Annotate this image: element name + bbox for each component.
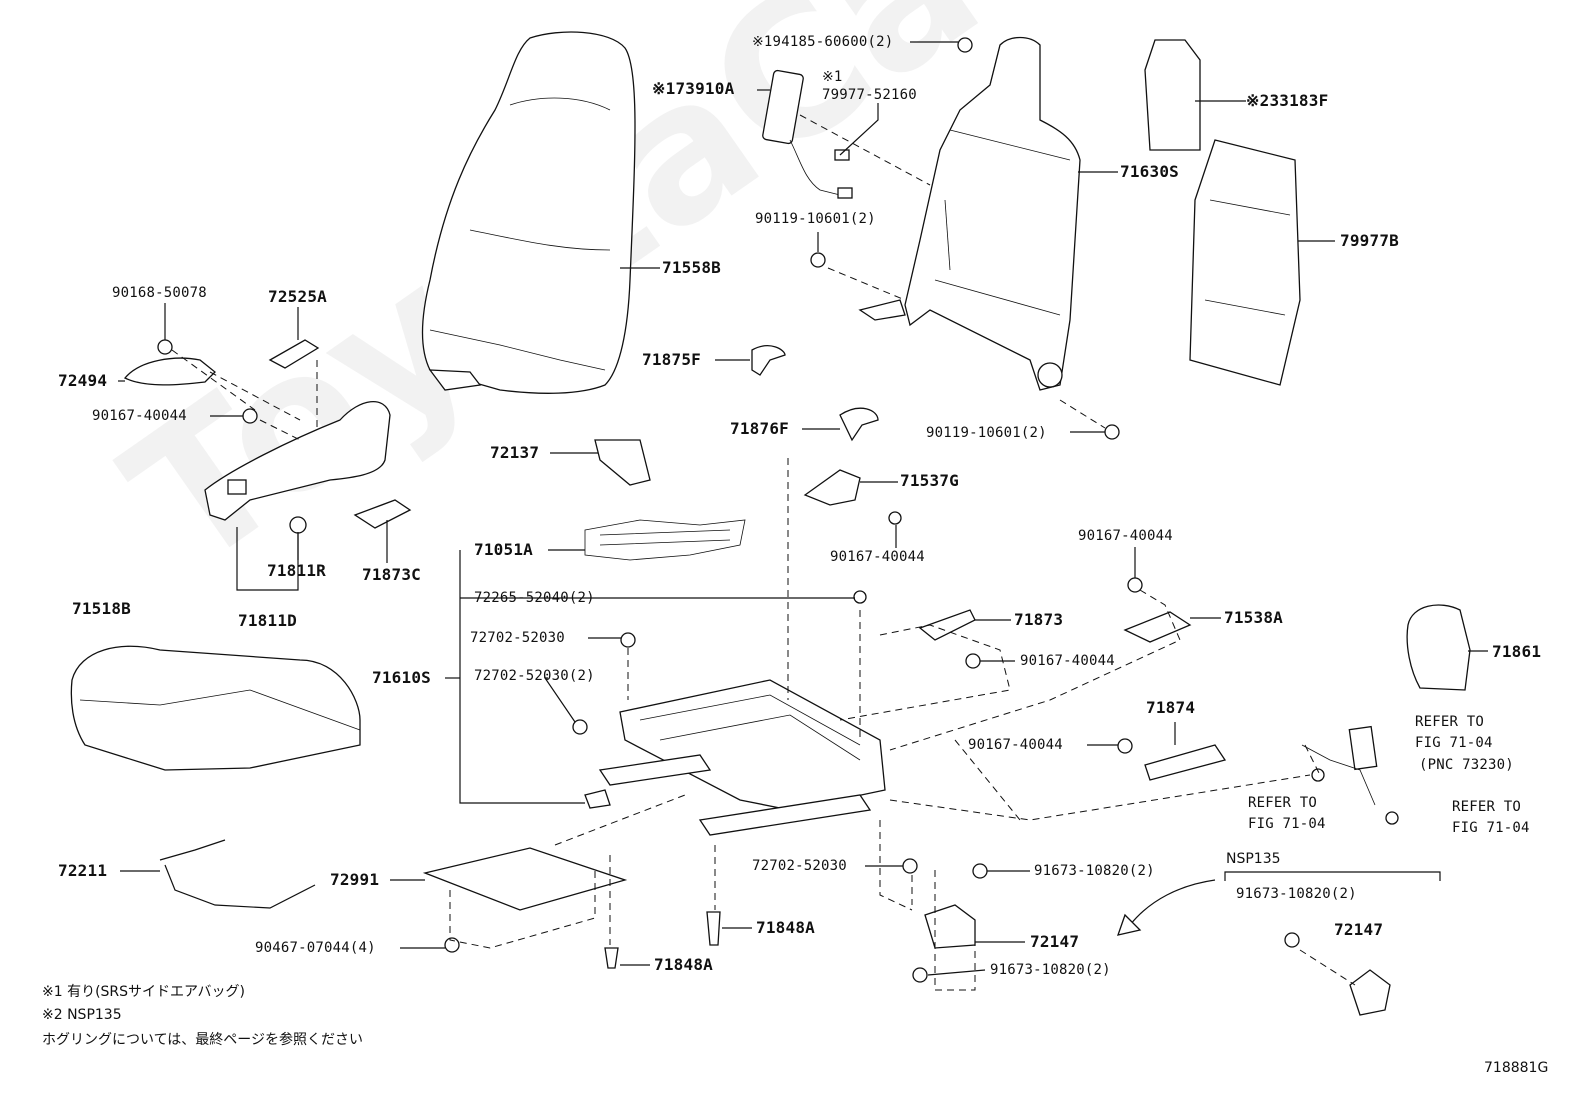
wire-72211-shape — [159, 839, 316, 909]
label-90467-07044[interactable]: 90467-07044(4) — [255, 940, 376, 956]
label-refer-1-line2[interactable]: FIG 71-04 — [1415, 735, 1493, 751]
label-refer-2-line2[interactable]: FIG 71-04 — [1248, 816, 1326, 832]
label-71537g[interactable]: 71537G — [900, 471, 959, 490]
label-71874[interactable]: 71874 — [1146, 698, 1196, 717]
label-refer-3-line2[interactable]: FIG 71-04 — [1452, 820, 1530, 836]
label-72991[interactable]: 72991 — [330, 870, 380, 889]
label-refer-2-line1: REFER TO — [1248, 795, 1318, 811]
label-71848a-b[interactable]: 71848A — [654, 955, 713, 974]
bracket-71873c-shape — [353, 499, 412, 529]
label-72137[interactable]: 72137 — [490, 443, 540, 462]
diagram-id: 718881G — [1484, 1060, 1549, 1076]
side-shield-shape — [204, 400, 391, 521]
label-71811d[interactable]: 71811D — [238, 611, 297, 630]
bracket-72147-a-shape — [924, 904, 976, 949]
label-71538a[interactable]: 71538A — [1224, 608, 1283, 627]
pin-71848a-b-shape — [604, 947, 619, 969]
seat-track-frame-shape — [584, 679, 886, 836]
belt-buckle-shape — [1301, 725, 1399, 825]
label-72147-a[interactable]: 72147 — [1030, 932, 1080, 951]
label-71876f[interactable]: 71876F — [730, 419, 789, 438]
label-72525a[interactable]: 72525A — [268, 287, 327, 306]
cap-71861-shape — [1406, 604, 1471, 691]
nsp135-arrow-shape — [1129, 879, 1216, 926]
label-72211[interactable]: 72211 — [58, 861, 108, 880]
label-79977-52160[interactable]: 79977-52160 — [822, 87, 917, 103]
label-33183f[interactable]: ※233183F — [1246, 91, 1329, 110]
label-72147-b[interactable]: 72147 — [1334, 920, 1384, 939]
label-71875f[interactable]: 71875F — [642, 350, 701, 369]
cover-72137-shape — [594, 439, 651, 486]
label-72702-52030-c[interactable]: 72702-52030 — [752, 858, 847, 874]
label-71051a[interactable]: 71051A — [474, 540, 533, 559]
label-71518b[interactable]: 71518B — [72, 599, 131, 618]
seat-back-frame-shape — [858, 36, 1081, 391]
bracket-71874-shape — [1144, 744, 1227, 781]
label-refer-1-line3: (PNC 73230) — [1419, 757, 1514, 773]
label-72265-52040[interactable]: 72265-52040(2) — [474, 590, 595, 606]
label-nsp135: NSP135 — [1226, 851, 1281, 867]
label-71811r[interactable]: 71811R — [267, 561, 326, 580]
label-72702-52030-a[interactable]: 72702-52030 — [470, 630, 565, 646]
label-79977b[interactable]: 79977B — [1340, 231, 1399, 250]
label-194185-60600[interactable]: ※194185-60600(2) — [752, 34, 894, 50]
leader-lines — [118, 41, 1488, 976]
label-91673-10820-c[interactable]: 91673-10820(2) — [990, 962, 1111, 978]
label-71558b[interactable]: 71558B — [662, 258, 721, 277]
label-90167-40044-d[interactable]: 90167-40044 — [1020, 653, 1115, 669]
seat-cushion-shape — [70, 645, 361, 771]
dashed-lines — [171, 114, 1356, 991]
panel-33183f-shape — [1144, 39, 1201, 151]
spring-71051a-shape — [584, 519, 746, 561]
label-refer-1-line1: REFER TO — [1415, 714, 1485, 730]
plate-72991-shape — [422, 847, 628, 911]
bracket-71537g-shape — [803, 469, 861, 506]
clip-71875f-shape — [751, 345, 786, 376]
bracket-72147-b-shape — [1349, 969, 1391, 1016]
label-71848a-a[interactable]: 71848A — [756, 918, 815, 937]
label-71861[interactable]: 71861 — [1492, 642, 1542, 661]
label-71873[interactable]: 71873 — [1014, 610, 1064, 629]
label-79977-52160-mark: ※1 — [822, 69, 843, 85]
label-71873c[interactable]: 71873C — [362, 565, 421, 584]
airbag-module-shape — [762, 69, 853, 199]
note-3: ホグリングについては、最終ページを参照ください — [42, 1032, 364, 1048]
board-79977b-shape — [1189, 139, 1301, 386]
label-90168-50078[interactable]: 90168-50078 — [112, 285, 207, 301]
label-72702-52030-b[interactable]: 72702-52030(2) — [474, 668, 595, 684]
label-90167-40044-a[interactable]: 90167-40044 — [92, 408, 187, 424]
label-73910a[interactable]: ※173910A — [652, 79, 735, 98]
label-91673-10820-b[interactable]: 91673-10820(2) — [1236, 886, 1357, 902]
label-90119-10601-b[interactable]: 90119-10601(2) — [926, 425, 1047, 441]
label-91673-10820-a[interactable]: 91673-10820(2) — [1034, 863, 1155, 879]
label-71630s[interactable]: 71630S — [1120, 162, 1179, 181]
note-1: ※1 有り(SRSサイドエアバッグ) — [42, 984, 245, 1000]
label-90119-10601-a[interactable]: 90119-10601(2) — [755, 211, 876, 227]
note-2: ※2 NSP135 — [42, 1007, 122, 1023]
label-72494[interactable]: 72494 — [58, 371, 108, 390]
label-90167-40044-c[interactable]: 90167-40044 — [1078, 528, 1173, 544]
bracket-71538a-shape — [1123, 611, 1192, 643]
bolts-shape — [157, 37, 1300, 983]
seat-back-cover-shape — [421, 31, 636, 394]
cover-72525a-shape — [268, 339, 320, 369]
label-71610s[interactable]: 71610S — [372, 668, 431, 687]
label-90167-40044-e[interactable]: 90167-40044 — [968, 737, 1063, 753]
label-refer-3-line1: REFER TO — [1452, 799, 1522, 815]
label-90167-40044-b[interactable]: 90167-40044 — [830, 549, 925, 565]
clip-71876f-shape — [839, 407, 879, 442]
pin-71848a-a-shape — [706, 911, 721, 946]
